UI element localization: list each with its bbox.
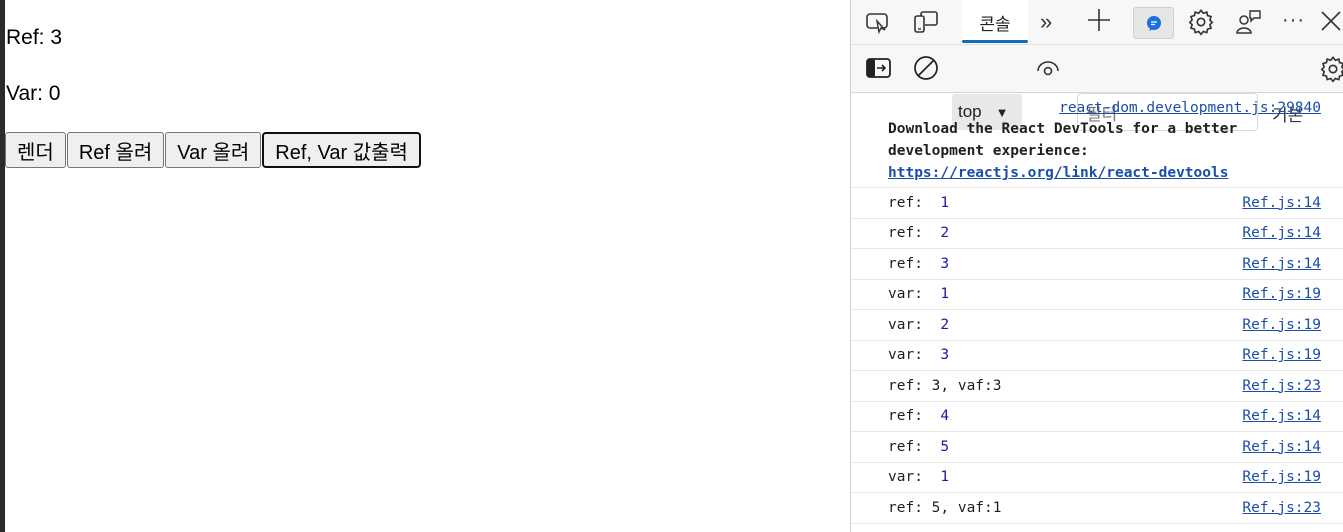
log-value: 2 xyxy=(940,225,950,242)
dropdown-arrow-icon: ▼ xyxy=(995,104,1009,120)
log-label: var: xyxy=(888,469,941,486)
add-tab-icon[interactable] xyxy=(1086,7,1112,33)
more-options-icon[interactable]: ··· xyxy=(1282,9,1305,31)
console-log-row: ref: 2 Ref.js:14 xyxy=(851,219,1343,249)
print-values-button[interactable]: Ref, Var 값출력 xyxy=(262,132,421,168)
log-label: ref: xyxy=(888,255,941,272)
console-log-row: ref: 4 Ref.js:14 xyxy=(851,402,1343,432)
source-link[interactable]: Ref.js:19 xyxy=(1242,316,1321,333)
log-value: 4 xyxy=(940,408,950,425)
log-label: ref: 3, vaf:3 xyxy=(888,377,1002,394)
source-link[interactable]: Ref.js:14 xyxy=(1242,408,1321,425)
settings-icon[interactable] xyxy=(1187,8,1215,36)
console-settings-icon[interactable] xyxy=(1319,55,1343,83)
source-link[interactable]: Ref.js:19 xyxy=(1242,286,1321,303)
ref-value-text: Ref: 3 xyxy=(6,26,63,49)
button-group: 렌더 Ref 올려 Var 올려 Ref, Var 값출력 xyxy=(5,132,422,168)
clear-console-icon[interactable] xyxy=(913,55,939,81)
log-value: 3 xyxy=(940,255,950,272)
window-edge xyxy=(0,0,5,532)
source-link[interactable]: Ref.js:14 xyxy=(1242,255,1321,272)
device-emulation-icon[interactable] xyxy=(913,10,939,34)
log-label: ref: xyxy=(888,408,941,425)
console-message-devtools-notice: react-dom.development.js:29840 Download … xyxy=(851,92,1343,188)
log-value: 5 xyxy=(940,438,950,455)
help-feedback-icon[interactable] xyxy=(1235,8,1263,36)
source-link[interactable]: Ref.js:23 xyxy=(1242,499,1321,516)
source-link[interactable]: Ref.js:14 xyxy=(1242,194,1321,211)
console-log-row: ref: 5 Ref.js:14 xyxy=(851,432,1343,463)
filter-input[interactable]: 필터 xyxy=(1077,93,1258,131)
log-value: 2 xyxy=(940,316,950,333)
context-selector[interactable]: top ▼ xyxy=(952,94,1022,130)
log-value: 1 xyxy=(940,286,950,303)
log-label: ref: 5, vaf:1 xyxy=(888,499,1002,516)
console-toolbar: top ▼ 필터 기본 xyxy=(851,45,1343,131)
tab-console[interactable]: 콘솔 xyxy=(962,0,1028,44)
var-increment-button[interactable]: Var 올려 xyxy=(165,132,262,168)
log-value: 3 xyxy=(940,347,950,364)
log-label: ref: xyxy=(888,438,941,455)
console-log-row: ref: 5, vaf:1 Ref.js:23 xyxy=(851,493,1343,524)
console-log-row: var: 1 Ref.js:19 xyxy=(851,280,1343,310)
log-value: 1 xyxy=(940,194,950,211)
page-content: Ref: 3 Var: 0 렌더 Ref 올려 Var 올려 Ref, Var … xyxy=(5,0,850,532)
source-link[interactable]: react-dom.development.js:29840 xyxy=(1059,100,1321,116)
devtools-panel: 콘솔 » ··· top ▼ 필터 기 xyxy=(850,0,1343,532)
log-value: 1 xyxy=(940,469,950,486)
log-label: var: xyxy=(888,316,941,333)
render-button[interactable]: 렌더 xyxy=(5,132,66,168)
console-log-row: var: 3 Ref.js:19 xyxy=(851,341,1343,371)
inspect-icon[interactable] xyxy=(865,10,891,34)
console-log-row: var: 2 Ref.js:19 xyxy=(851,310,1343,341)
ref-increment-button[interactable]: Ref 올려 xyxy=(66,132,165,168)
source-link[interactable]: Ref.js:14 xyxy=(1242,438,1321,455)
devtools-main-toolbar: 콘솔 » ··· xyxy=(851,0,1343,45)
log-label: var: xyxy=(888,286,941,303)
close-icon[interactable] xyxy=(1320,10,1342,32)
var-value-text: Var: 0 xyxy=(6,82,61,105)
devtools-link[interactable]: https://reactjs.org/link/react-devtools xyxy=(888,165,1229,181)
log-label: ref: xyxy=(888,194,941,211)
console-log-row: ref: 3, vaf:3 Ref.js:23 xyxy=(851,371,1343,402)
sidebar-toggle-icon[interactable] xyxy=(866,57,892,79)
source-link[interactable]: Ref.js:14 xyxy=(1242,225,1321,242)
source-link[interactable]: Ref.js:19 xyxy=(1242,347,1321,364)
log-label: ref: xyxy=(888,225,941,242)
more-tabs-icon[interactable]: » xyxy=(1040,9,1053,34)
log-level-selector[interactable]: 기본 xyxy=(1272,106,1304,125)
console-log-row: ref: 3 Ref.js:14 xyxy=(851,249,1343,280)
console-log-row: var: 1 Ref.js:19 xyxy=(851,463,1343,493)
source-link[interactable]: Ref.js:23 xyxy=(1242,377,1321,394)
live-expression-eye-icon[interactable] xyxy=(1036,58,1060,78)
console-log-row: ref: 1 Ref.js:14 xyxy=(851,188,1343,219)
feedback-chat-icon[interactable] xyxy=(1133,7,1174,39)
source-link[interactable]: Ref.js:19 xyxy=(1242,469,1321,486)
console-messages: react-dom.development.js:29840 Download … xyxy=(851,92,1343,524)
log-label: var: xyxy=(888,347,941,364)
